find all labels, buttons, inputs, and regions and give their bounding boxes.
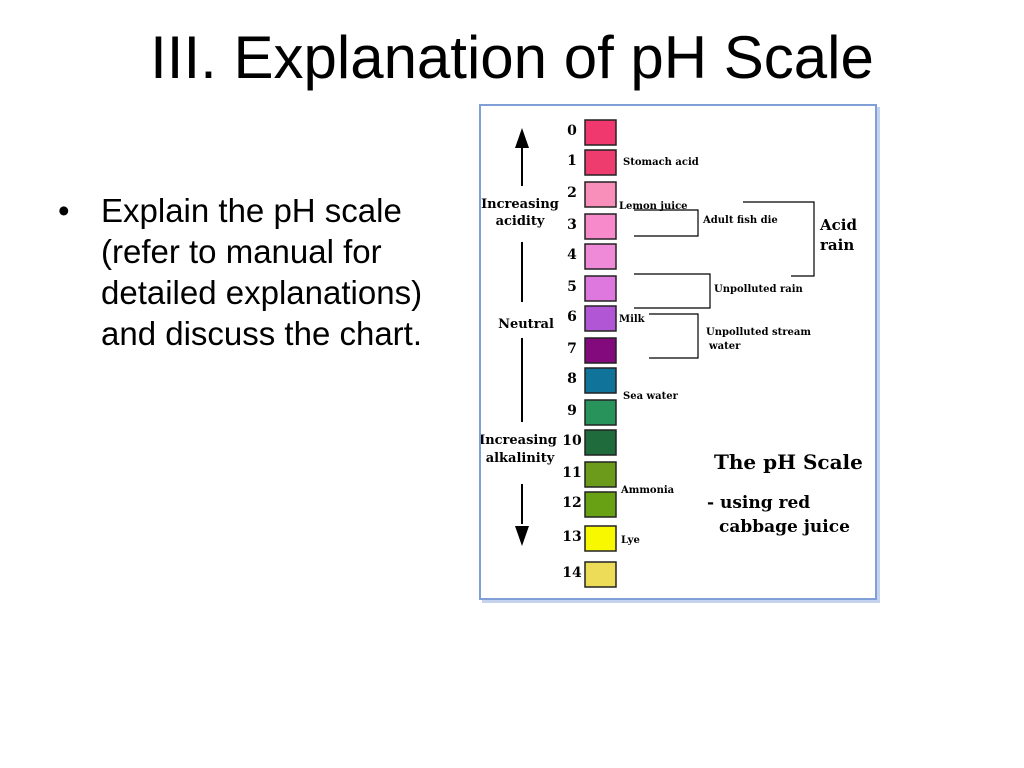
neutral-label: Neutral <box>498 317 554 332</box>
ph-number-2: 2 <box>567 185 577 201</box>
ph-swatch-4 <box>584 243 617 270</box>
stomach-acid-label: Stomach acid <box>623 157 699 168</box>
alkalinity-label-line1: Increasing <box>481 433 557 448</box>
acid-rain-label-line1: Acid <box>819 216 857 234</box>
milk-label: Milk <box>619 314 646 325</box>
acidity-label-line2: acidity <box>496 214 545 229</box>
ph-scale-svg: Increasing acidity Neutral Increasing al… <box>481 119 863 588</box>
diagram-heading: The pH Scale <box>714 450 863 474</box>
stream-water-label-line1: Unpolluted stream <box>706 327 811 338</box>
ph-swatch-3 <box>584 213 617 240</box>
stream-water-bracket <box>649 313 699 359</box>
ph-number-1: 1 <box>567 153 577 169</box>
ph-number-3: 3 <box>567 217 577 233</box>
arrow-down-icon <box>515 526 529 546</box>
ph-number-11: 11 <box>562 465 581 481</box>
arrow-up-icon <box>515 128 529 148</box>
ph-number-10: 10 <box>562 433 582 449</box>
ph-swatch-2 <box>584 181 617 208</box>
ph-number-7: 7 <box>567 341 577 357</box>
ph-swatch-8 <box>584 367 617 394</box>
lye-label: Lye <box>621 535 640 546</box>
slide-title: III. Explanation of pH Scale <box>150 24 874 91</box>
ph-swatch-14 <box>584 561 617 588</box>
diagram-subheading-line1: - using red <box>707 493 810 513</box>
ph-number-6: 6 <box>567 309 577 325</box>
ph-swatch-7 <box>584 337 617 364</box>
sea-water-label: Sea water <box>623 391 679 402</box>
diagram-subheading-line2: cabbage juice <box>719 517 850 537</box>
ph-number-0: 0 <box>567 123 577 139</box>
stream-water-label-line2: water <box>708 341 741 352</box>
ph-swatch-0 <box>584 119 617 146</box>
ph-swatch-10 <box>584 429 617 456</box>
lemon-juice-label: Lemon juice <box>619 201 688 212</box>
bullet-marker: • <box>58 192 70 229</box>
ph-swatch-12 <box>584 491 617 518</box>
ph-number-8: 8 <box>567 371 577 387</box>
adult-fish-die-bracket <box>634 209 699 237</box>
alkalinity-label-line2: alkalinity <box>486 451 555 466</box>
adult-fish-die-label: Adult fish die <box>702 215 778 226</box>
ph-number-9: 9 <box>567 403 577 419</box>
ph-swatch-13 <box>584 525 617 552</box>
ph-swatch-11 <box>584 461 617 488</box>
ph-number-14: 14 <box>562 565 582 581</box>
ph-scale-diagram: Increasing acidity Neutral Increasing al… <box>479 104 877 600</box>
unpolluted-rain-bracket <box>634 273 711 309</box>
ph-swatch-9 <box>584 399 617 426</box>
ph-number-12: 12 <box>562 495 581 511</box>
acid-rain-label-line2: rain <box>820 236 854 254</box>
ph-number-4: 4 <box>567 247 577 263</box>
ph-swatch-5 <box>584 275 617 302</box>
ph-number-13: 13 <box>562 529 581 545</box>
ph-swatch-6 <box>584 305 617 332</box>
acid-rain-bracket <box>743 201 815 277</box>
bullet-text: Explain the pH scale (refer to manual fo… <box>101 192 423 352</box>
acidity-label-line1: Increasing <box>481 197 559 212</box>
unpolluted-rain-label: Unpolluted rain <box>714 284 804 295</box>
ph-swatch-1 <box>584 149 617 176</box>
ammonia-label: Ammonia <box>620 485 675 496</box>
ph-number-5: 5 <box>567 279 577 295</box>
